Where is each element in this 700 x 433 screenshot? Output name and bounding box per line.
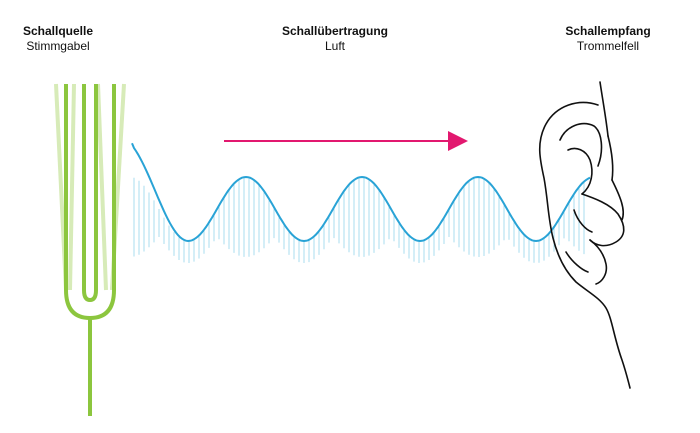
ear-icon xyxy=(538,81,631,389)
sound-transmission-subtitle: Luft xyxy=(324,39,345,53)
sound-source-title: Schallquelle xyxy=(22,24,94,38)
tuning-fork-vibration-ghost xyxy=(54,83,126,291)
sound-transmission-title: Schallübertragung xyxy=(281,24,388,38)
sound-wave xyxy=(131,142,591,243)
pressure-lines xyxy=(133,177,585,263)
sound-source-subtitle: Stimmgabel xyxy=(26,39,90,53)
sound-reception-subtitle: Trommelfell xyxy=(576,39,640,53)
direction-arrow-icon xyxy=(224,131,468,151)
sound-reception-title: Schallempfang xyxy=(565,24,651,38)
label-sound-source: Schallquelle Stimmgabel xyxy=(8,24,108,54)
tuning-fork-body xyxy=(64,84,116,416)
label-sound-reception: Schallempfang Trommelfell xyxy=(553,24,663,54)
tuning-fork-icon xyxy=(54,83,126,416)
label-sound-transmission: Schallübertragung Luft xyxy=(265,24,405,54)
